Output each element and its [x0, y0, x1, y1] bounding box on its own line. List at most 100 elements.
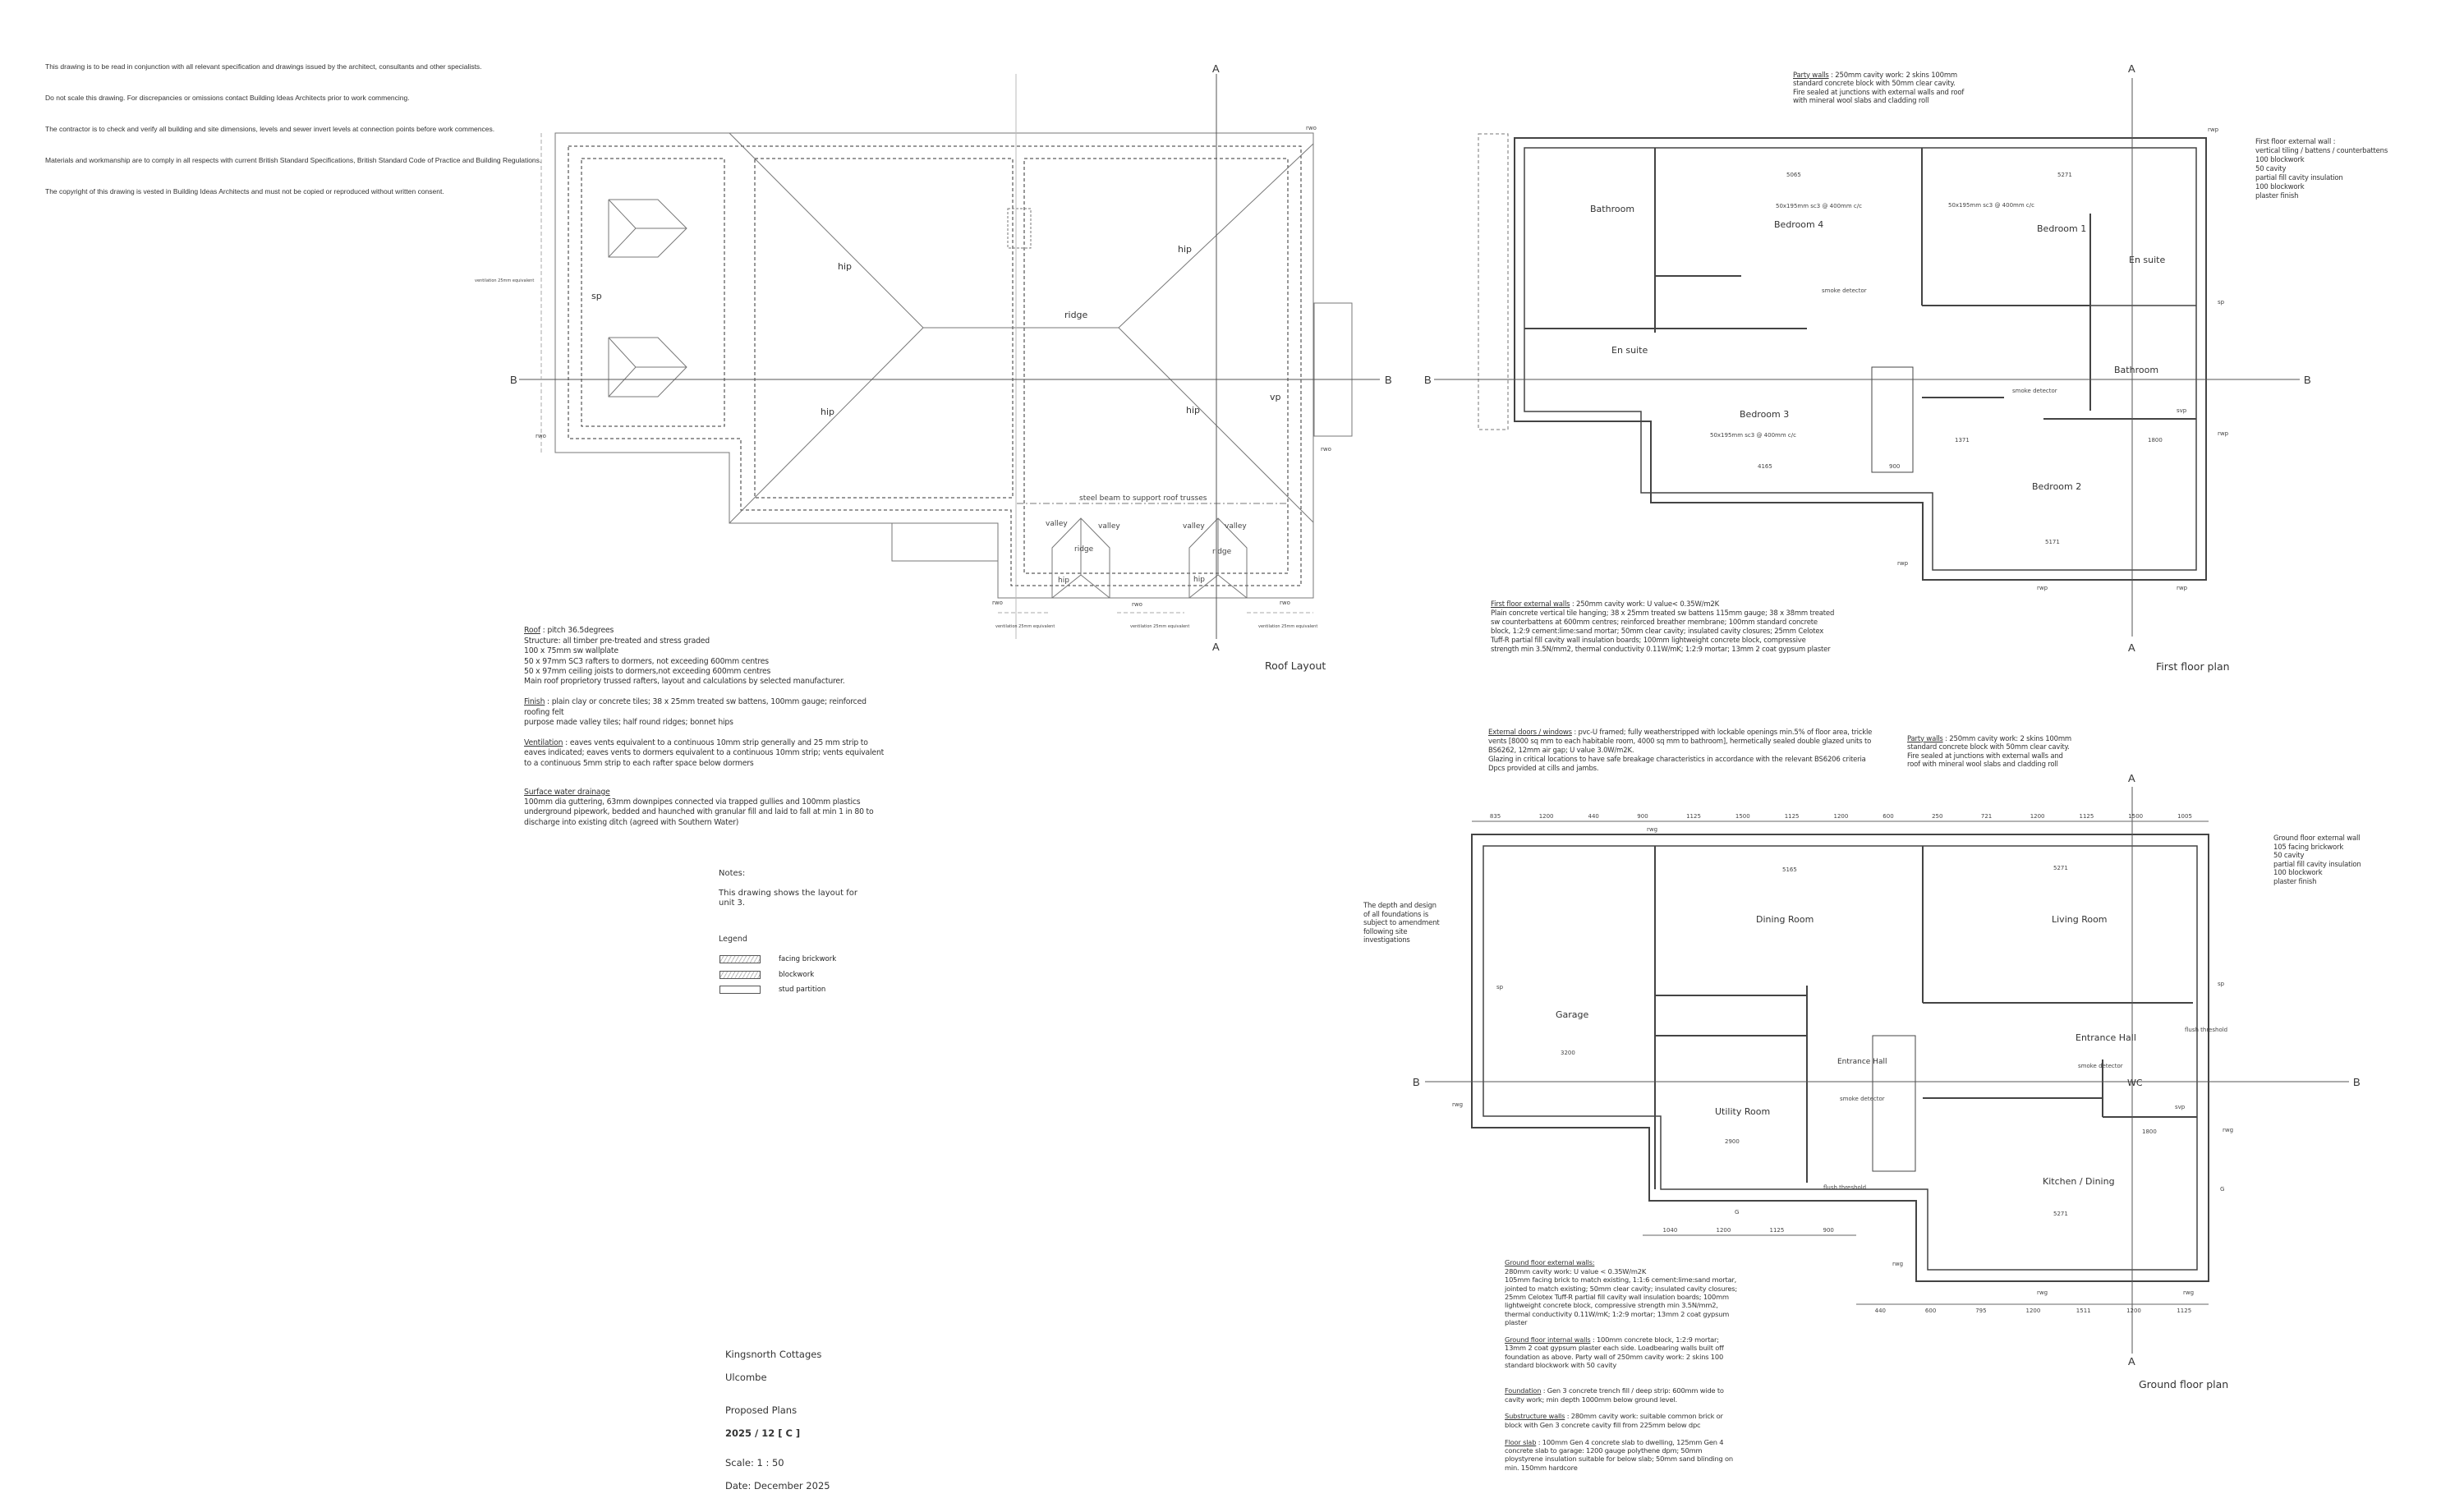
- gully-label: G: [1735, 1209, 1739, 1216]
- spec-text: : plain clay or concrete tiles; 38 x 25m…: [524, 697, 867, 728]
- flush-threshold-label: flush threshold: [2185, 1027, 2227, 1033]
- section-b-label: B: [1385, 374, 1392, 386]
- smoke-detector-label: smoke detector: [2012, 388, 2057, 394]
- spec-text: : pvc-U framed; fully weatherstripped wi…: [1488, 729, 1873, 773]
- room-label: Bathroom: [1590, 204, 1634, 214]
- dormer: [608, 337, 687, 398]
- dimension: 1125: [1770, 1227, 1785, 1234]
- rwo-label: rwo: [1306, 125, 1317, 131]
- spec-text: : 100mm Gen 4 concrete slab to dwelling,…: [1505, 1437, 1733, 1472]
- ventilation-label: ventilation 25mm equivalent: [995, 624, 1055, 629]
- roof-plan: [519, 74, 1380, 639]
- dimension: 1200: [2026, 1308, 2041, 1314]
- drawing-date: Date: December 2025: [725, 1480, 830, 1492]
- sp-label: sp: [1496, 984, 1504, 991]
- rwg-label: rwg: [1647, 826, 1657, 833]
- joist-label: 50x195mm sc3 @ 400mm c/c: [1776, 203, 1862, 209]
- project-name: Kingsnorth Cottages: [725, 1349, 822, 1360]
- room-label: WC: [2127, 1078, 2143, 1088]
- valley-label: valley: [1225, 522, 1247, 531]
- gf-spec-int: Ground floor internal walls : 100mm conc…: [1505, 1335, 1739, 1370]
- ridge-label: ridge: [1212, 548, 1232, 556]
- dormer: [608, 199, 687, 258]
- rwg-label: rwg: [1452, 1101, 1463, 1108]
- dimension: 2900: [1725, 1138, 1740, 1145]
- section-a-label: A: [1212, 641, 1220, 653]
- rwp-label: rwp: [2177, 585, 2188, 591]
- flush-threshold-label: flush threshold: [1823, 1184, 1866, 1191]
- rwp-label: rwp: [1897, 560, 1909, 567]
- legend-item: stud partition: [719, 986, 825, 994]
- extension-outline: [891, 522, 999, 562]
- gf-spec-sub: Substructure walls : 280mm cavity work: …: [1505, 1412, 1739, 1429]
- main-roof-zone: [1023, 158, 1289, 574]
- dimension: 900: [1637, 813, 1648, 820]
- section-b-label: B: [510, 374, 517, 386]
- chimney: [1007, 208, 1032, 249]
- ventilation-label: ventilation 25mm equivalent: [475, 278, 534, 283]
- dimension: 5171: [2045, 539, 2060, 545]
- project-location: Ulcombe: [725, 1372, 767, 1383]
- rwp-label: rwp: [2218, 430, 2229, 437]
- legend-label: stud partition: [779, 986, 826, 994]
- valley-label: valley: [1183, 522, 1205, 531]
- joist-label: 50x195mm sc3 @ 400mm c/c: [1948, 202, 2034, 209]
- general-note: The contractor is to check and verify al…: [45, 125, 495, 133]
- room-label: Living Room: [2052, 914, 2108, 925]
- ff-external-wall-side-note: First floor external wall : vertical til…: [2255, 138, 2388, 200]
- drawing-title: Proposed Plans: [725, 1404, 798, 1416]
- general-note: Materials and workmanship are to comply …: [45, 156, 542, 164]
- notes-heading: Notes:: [719, 869, 746, 878]
- dimension: 1371: [1955, 437, 1970, 444]
- section-a-label: A: [2128, 62, 2135, 75]
- room-label: Bedroom 2: [2032, 481, 2081, 492]
- dimension: 4165: [1758, 463, 1772, 470]
- spec-text: 280mm cavity work: U value < 0.35W/m2K 1…: [1505, 1266, 1738, 1327]
- title-block: Kingsnorth Cottages Ulcombe Proposed Pla…: [725, 1337, 830, 1503]
- spec-heading: Ventilation: [524, 738, 563, 747]
- spec-heading: Floor slab: [1505, 1437, 1537, 1446]
- rwg-label: rwg: [1892, 1261, 1903, 1267]
- rwo-label: rwo: [992, 600, 1003, 606]
- dimension: 721: [1981, 813, 1992, 820]
- dimension: 1005: [2177, 813, 2192, 820]
- spec-text: : 250mm cavity work: 2 skins 100mm stand…: [1907, 734, 2071, 770]
- room-label: Kitchen / Dining: [2043, 1176, 2115, 1187]
- rwp-label: rwp: [2037, 585, 2048, 591]
- ff-inner-wall: [1524, 147, 2197, 571]
- legend-item: blockwork: [719, 971, 814, 979]
- roof-spec-ventilation: Ventilation : eaves vents equivalent to …: [524, 738, 885, 769]
- spec-heading: External doors / windows: [1488, 729, 1572, 737]
- hip-label: hip: [1193, 576, 1205, 584]
- gully-label: G: [2220, 1186, 2224, 1193]
- dimension: 600: [1882, 813, 1893, 820]
- front-dormer: [1051, 517, 1110, 599]
- ff-stair: [1871, 366, 1914, 473]
- section-b-label: B: [1413, 1076, 1420, 1088]
- dimension: 835: [1490, 813, 1501, 820]
- rwo-label: rwo: [1280, 600, 1290, 606]
- smoke-detector-label: smoke detector: [2078, 1063, 2123, 1069]
- dimension: 1800: [2148, 437, 2163, 444]
- room-label: En suite: [1611, 345, 1648, 356]
- dimension: 5271: [2053, 1211, 2068, 1217]
- section-a-label: A: [2128, 641, 2135, 654]
- dimension: 900: [1823, 1227, 1834, 1234]
- gf-spec: Ground floor external walls:280mm cavity…: [1505, 1250, 1739, 1481]
- gf-inner-wall: [1483, 845, 2198, 1271]
- svp-label: svp: [2177, 407, 2187, 414]
- room-label: Utility Room: [1715, 1106, 1770, 1117]
- extension-outline: [1313, 302, 1353, 437]
- roof-spec: Roof : pitch 36.5degrees Structure: all …: [524, 616, 885, 839]
- spec-text: : pitch 36.5degrees Structure: all timbe…: [524, 626, 845, 687]
- eaves-line: [568, 145, 1302, 586]
- first-floor-title: First floor plan: [2156, 660, 2230, 673]
- valley-label: valley: [1098, 522, 1120, 531]
- hip-line: [729, 132, 924, 329]
- room-label: Entrance Hall: [2076, 1032, 2136, 1043]
- spec-text: : 280mm cavity work: suitable common bri…: [1505, 1412, 1723, 1429]
- section-a-label: A: [2128, 1355, 2135, 1367]
- spec-text: : 250mm cavity work: 2 skins 100mm stand…: [1793, 71, 1965, 106]
